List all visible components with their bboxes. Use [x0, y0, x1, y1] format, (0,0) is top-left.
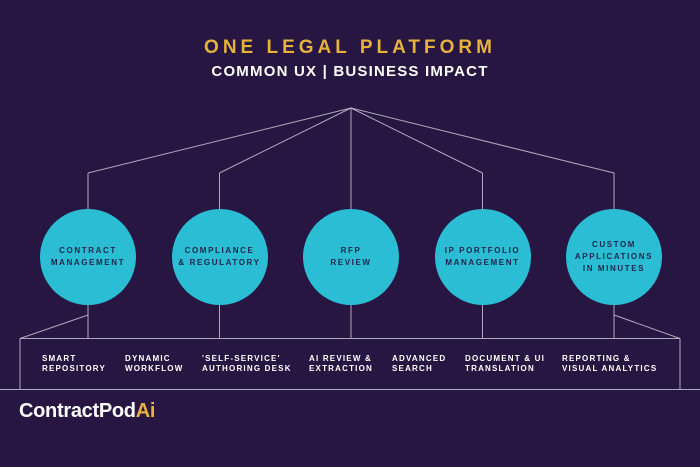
- page-title: ONE LEGAL PLATFORM: [204, 37, 496, 58]
- connector-line: [19, 314, 89, 339]
- module-label-line: MANAGEMENT: [445, 258, 520, 267]
- feature-reporting-visual-analytics: REPORTING & VISUAL ANALYTICS: [562, 354, 657, 373]
- feature-label-line: EXTRACTION: [309, 363, 373, 373]
- feature-label-line: AI REVIEW &: [309, 354, 372, 363]
- feature-label-line: VISUAL ANALYTICS: [562, 363, 658, 373]
- connector-line: [350, 107, 615, 174]
- module-label-line: APPLICATIONS: [574, 252, 654, 261]
- module-label-line: COMPLIANCE: [184, 246, 255, 255]
- feature-label-line: SMART: [42, 354, 77, 363]
- feature-document-ui-translation: DOCUMENT & UI TRANSLATION: [465, 354, 545, 373]
- feature-label-line: DYNAMIC: [125, 354, 171, 363]
- module-label-line: & REGULATORY: [178, 258, 261, 267]
- brand-logo: ContractPodAi: [19, 400, 155, 423]
- module-circle-ip-portfolio-management: IP PORTFOLIO MANAGEMENT: [434, 209, 531, 305]
- module-circle-contract-management: CONTRACT MANAGEMENT: [40, 209, 136, 305]
- feature-label-line: REPORTING &: [562, 354, 631, 363]
- module-label-line: CUSTOM: [591, 240, 637, 249]
- page-subtitle: COMMON UX | BUSINESS IMPACT: [211, 63, 489, 80]
- feature-label-line: SEARCH: [392, 363, 433, 373]
- module-label-line: IP PORTFOLIO: [444, 246, 521, 255]
- module-label-line: REVIEW: [330, 258, 372, 267]
- feature-label-line: 'SELF-SERVICE': [202, 354, 281, 363]
- feature-label-line: WORKFLOW: [125, 363, 184, 373]
- connector-line: [219, 107, 352, 174]
- feature-self-service-authoring-desk: 'SELF-SERVICE' AUTHORING DESK: [202, 354, 292, 373]
- module-circle-rfp-review: RFP REVIEW: [303, 209, 399, 305]
- feature-label-line: DOCUMENT & UI: [465, 354, 546, 363]
- feature-advanced-search: ADVANCED SEARCH: [392, 354, 446, 373]
- brand-logo-accent: Ai: [135, 400, 156, 422]
- feature-ai-review-extraction: AI REVIEW & EXTRACTION: [309, 354, 373, 373]
- module-label-line: RFP: [340, 246, 362, 255]
- module-circle-compliance-regulatory: COMPLIANCE & REGULATORY: [171, 209, 268, 305]
- feature-label-line: TRANSLATION: [465, 363, 535, 373]
- connector-line: [350, 107, 483, 174]
- module-circle-custom-applications: CUSTOM APPLICATIONS IN MINUTES: [566, 209, 662, 305]
- feature-label-line: AUTHORING DESK: [202, 363, 292, 373]
- feature-label-line: ADVANCED: [392, 354, 447, 363]
- header: ONE LEGAL PLATFORM COMMON UX | BUSINESS …: [0, 38, 700, 80]
- connector-line: [87, 107, 352, 174]
- brand-logo-main: ContractPod: [19, 400, 136, 422]
- feature-dynamic-workflow: DYNAMIC WORKFLOW: [125, 354, 183, 373]
- feature-label-line: REPOSITORY: [42, 363, 107, 373]
- feature-smart-repository: SMART REPOSITORY: [42, 354, 106, 373]
- module-label-line: MANAGEMENT: [50, 258, 126, 267]
- module-label-line: IN MINUTES: [582, 264, 646, 273]
- connector-line: [613, 314, 681, 339]
- module-label-line: CONTRACT: [59, 246, 117, 255]
